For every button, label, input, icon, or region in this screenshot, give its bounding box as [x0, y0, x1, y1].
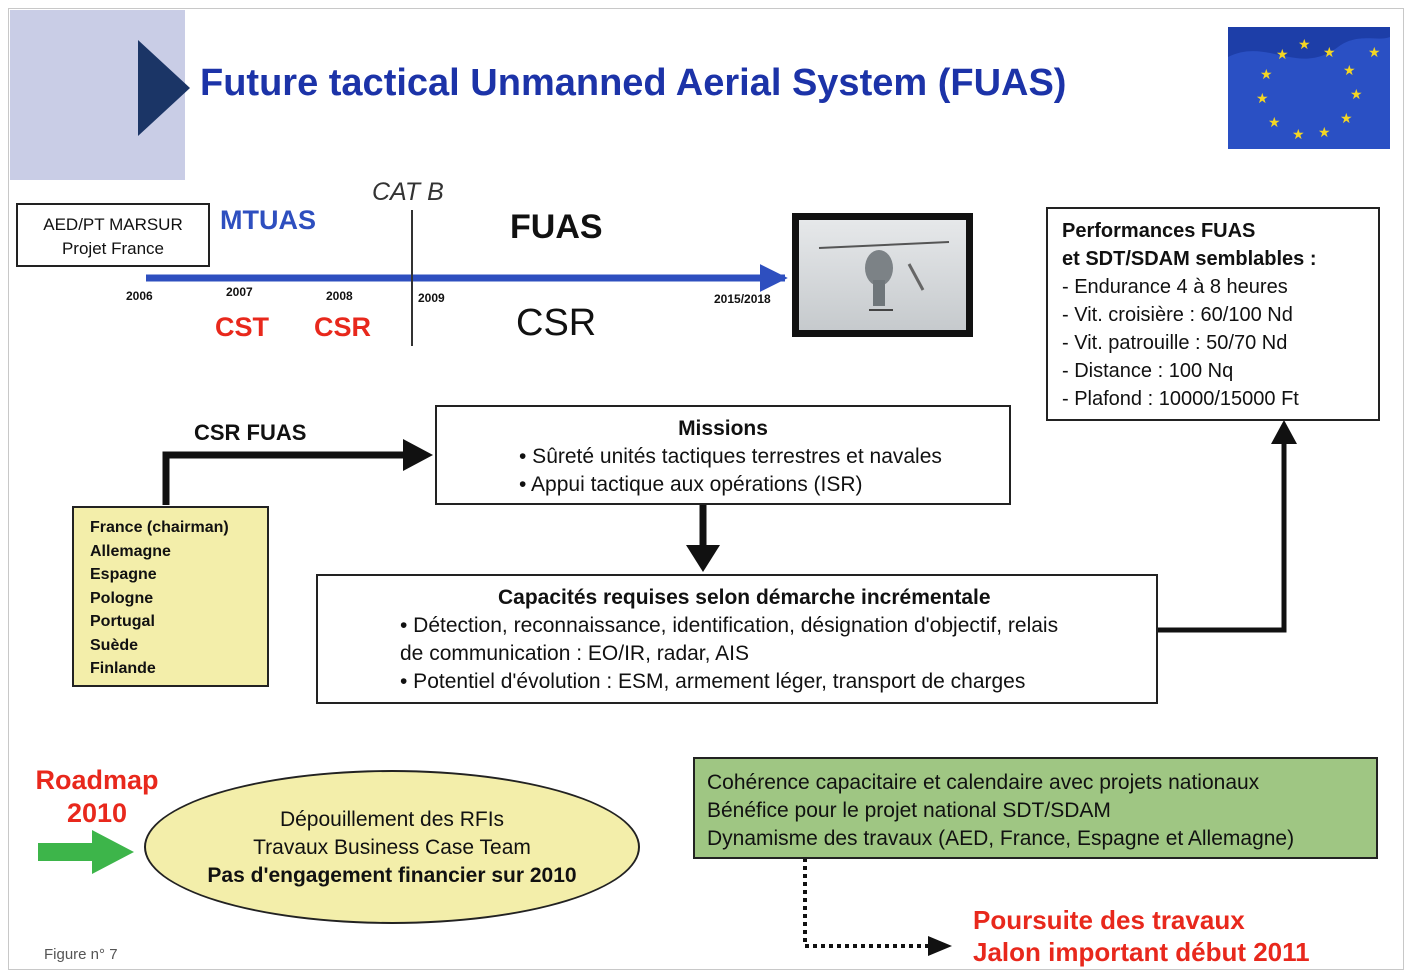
year-label: 2009 — [418, 291, 445, 305]
eu-flag-image: ★ ★ ★ ★ ★ ★ ★ ★ ★ ★ ★ ★ — [1228, 27, 1390, 149]
svg-text:★: ★ — [1368, 44, 1381, 60]
year-label: 2006 — [126, 289, 153, 303]
capacites-to-performances-arrow — [1158, 440, 1287, 633]
svg-text:★: ★ — [1298, 36, 1311, 52]
roadmap-label: Roadmap 2010 — [30, 764, 164, 830]
svg-text:★: ★ — [1318, 124, 1331, 140]
svg-text:★: ★ — [1276, 46, 1289, 62]
roadmap-label-line: 2010 — [66, 798, 128, 828]
dotted-arrow — [803, 858, 932, 948]
fuas-label: FUAS — [510, 208, 603, 246]
mission-item: • Sûreté unités tactiques terrestres et … — [519, 445, 942, 468]
roadmap-item: Dépouillement des RFIs — [279, 808, 505, 831]
year-label: 2015/2018 — [714, 292, 771, 306]
poursuite-line: Poursuite des travaux — [973, 905, 1245, 935]
csr-fuas-arrow — [162, 451, 405, 505]
capacites-title: Capacités requises selon démarche incrém… — [498, 586, 991, 609]
country-item: Finlande — [90, 660, 156, 677]
countries-box: France (chairman) Allemagne Espagne Polo… — [72, 506, 269, 687]
cst-label: CST — [215, 312, 269, 342]
roadmap-label-line: Roadmap — [35, 765, 159, 795]
country-item: Pologne — [90, 589, 154, 607]
roadmap-item: Travaux Business Case Team — [253, 836, 531, 859]
svg-text:★: ★ — [1343, 62, 1356, 78]
country-item: Allemagne — [90, 542, 171, 560]
svg-text:★: ★ — [1340, 110, 1353, 126]
performance-item: - Plafond : 10000/15000 Ft — [1062, 388, 1299, 410]
mtuas-label: MTUAS — [220, 205, 316, 235]
performances-title: et SDT/SDAM semblables : — [1062, 248, 1317, 270]
roadmap-ellipse: Dépouillement des RFIs Travaux Business … — [144, 770, 640, 924]
green-arrow — [38, 830, 134, 874]
country-item: Suède — [90, 636, 139, 654]
svg-text:★: ★ — [1323, 44, 1336, 60]
drone-photo — [792, 213, 973, 337]
figure-label: Figure n° 7 — [44, 946, 118, 963]
country-item: Portugal — [90, 613, 155, 630]
svg-text:★: ★ — [1268, 114, 1281, 130]
mission-item: • Appui tactique aux opérations (ISR) — [519, 473, 863, 496]
svg-text:★: ★ — [1260, 66, 1273, 82]
coherence-line: Cohérence capacitaire et calendaire avec… — [707, 771, 1260, 794]
missions-title: Missions — [678, 417, 768, 440]
poursuite-text: Poursuite des travaux Jalon important dé… — [973, 904, 1310, 968]
performance-item: - Vit. patrouille : 50/70 Nd — [1062, 332, 1288, 354]
org-box: AED/PT MARSUR Projet France — [16, 203, 210, 267]
roadmap-item: Pas d'engagement financier sur 2010 — [207, 864, 577, 887]
poursuite-line: Jalon important début 2011 — [973, 937, 1310, 967]
page-title: Future tactical Unmanned Aerial System (… — [200, 62, 1067, 104]
csr-fuas-label: CSR FUAS — [194, 420, 307, 445]
year-label: 2008 — [326, 289, 353, 303]
cat-b-label: CAT B — [372, 178, 444, 206]
capacites-line: • Potentiel d'évolution : ESM, armement … — [400, 670, 1026, 693]
performances-title: Performances FUAS — [1062, 220, 1256, 242]
capacites-line: • Détection, reconnaissance, identificat… — [400, 614, 1059, 637]
org-box-line: AED/PT MARSUR — [43, 215, 183, 234]
csr-main-label: CSR — [516, 302, 597, 344]
coherence-box: Cohérence capacitaire et calendaire avec… — [693, 757, 1378, 859]
performance-item: - Endurance 4 à 8 heures — [1062, 276, 1288, 298]
slide-frame — [8, 8, 1404, 970]
svg-text:★: ★ — [1350, 86, 1363, 102]
coherence-line: Bénéfice pour le projet national SDT/SDA… — [707, 799, 1111, 822]
missions-box: Missions • Sûreté unités tactiques terre… — [435, 405, 1011, 505]
csr-small-label: CSR — [314, 312, 372, 342]
year-label: 2007 — [226, 285, 253, 299]
performance-item: - Distance : 100 Nq — [1062, 360, 1234, 382]
coherence-line: Dynamisme des travaux (AED, France, Espa… — [707, 827, 1295, 850]
capacites-line: de communication : EO/IR, radar, AIS — [400, 642, 749, 665]
performances-box: Performances FUAS et SDT/SDAM semblables… — [1046, 207, 1380, 421]
svg-text:★: ★ — [1292, 126, 1305, 142]
header-triangle — [138, 40, 190, 136]
country-item: France (chairman) — [90, 519, 229, 536]
org-box-line: Projet France — [61, 239, 165, 258]
svg-text:★: ★ — [1256, 90, 1269, 106]
performance-item: - Vit. croisière : 60/100 Nd — [1062, 304, 1293, 326]
country-item: Espagne — [90, 566, 157, 583]
capacites-box: Capacités requises selon démarche incrém… — [316, 574, 1158, 704]
